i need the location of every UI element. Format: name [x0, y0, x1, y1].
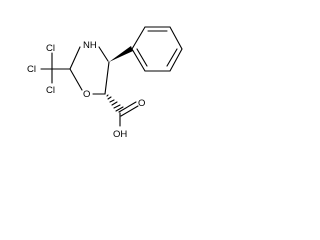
atom-cl-bottom: Cl: [46, 85, 55, 96]
atom-o-carbonyl: O: [138, 98, 145, 109]
atom-oh: OH: [113, 129, 127, 140]
hash-bond-c5-cooh: [106, 94, 124, 112]
bond-c2-o: [69, 68, 83, 91]
bond-n-c4: [98, 46, 109, 62]
phenyl-ring: [131, 26, 183, 72]
chemical-structure-diagram: Cl Cl Cl NH O O OH: [27, 26, 183, 140]
atom-o-ring: O: [83, 89, 90, 100]
atom-cl-top: Cl: [46, 43, 55, 54]
atom-cl-left: Cl: [27, 64, 36, 75]
bond-c-o-double-a: [118, 101, 137, 113]
phenyl-double-2: [166, 48, 178, 67]
structure-canvas: Cl Cl Cl NH O O OH: [0, 0, 200, 148]
bond-c4-c5: [104, 61, 110, 95]
phenyl-double-3: [136, 48, 148, 67]
atom-nh: NH: [83, 40, 97, 51]
wedge-bond-c4-phenyl: [109, 46, 133, 62]
bond-c-o-double-b: [120, 105, 139, 117]
bond-c2-n: [69, 46, 81, 70]
